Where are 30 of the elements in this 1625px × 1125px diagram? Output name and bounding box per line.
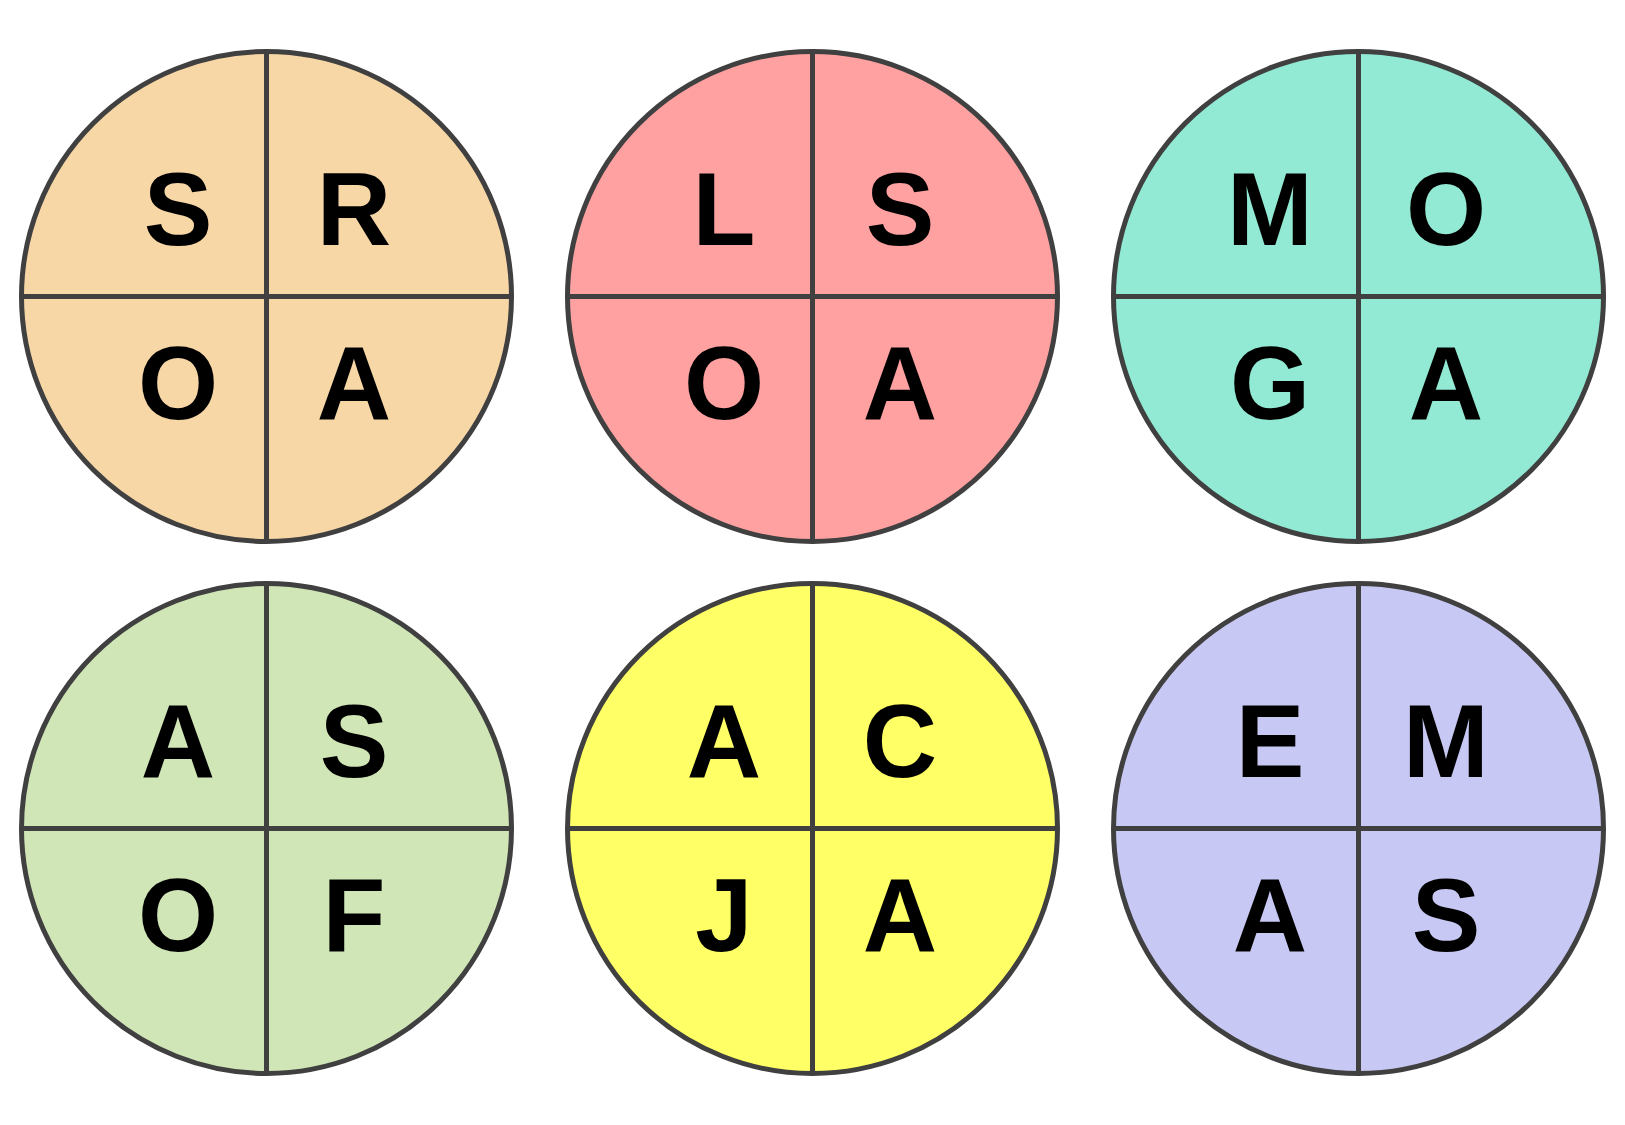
letter: M xyxy=(1403,689,1489,793)
letter: C xyxy=(862,689,938,793)
letter: S xyxy=(1411,863,1481,967)
letter: A xyxy=(316,331,392,435)
letter: A xyxy=(140,689,216,793)
divided-circle xyxy=(1110,580,1606,1076)
letter: O xyxy=(1405,157,1487,261)
letter: S xyxy=(143,157,213,261)
divided-circle xyxy=(18,48,514,544)
divided-circle xyxy=(1110,48,1606,544)
letter: A xyxy=(1232,863,1308,967)
letter: A xyxy=(862,331,938,435)
letter: G xyxy=(1229,331,1311,435)
letter: A xyxy=(686,689,762,793)
letter: O xyxy=(137,331,219,435)
letter: J xyxy=(695,863,753,967)
letter: A xyxy=(862,863,938,967)
letter: R xyxy=(316,157,392,261)
divided-circle xyxy=(564,580,1060,1076)
letter: S xyxy=(865,157,935,261)
letter: A xyxy=(1408,331,1484,435)
letter: L xyxy=(692,157,756,261)
divided-circle xyxy=(18,580,514,1076)
letter: E xyxy=(1235,689,1305,793)
letter: O xyxy=(683,331,765,435)
letter: S xyxy=(319,689,389,793)
letter: M xyxy=(1227,157,1313,261)
letter: F xyxy=(322,863,386,967)
divided-circle xyxy=(564,48,1060,544)
letter: O xyxy=(137,863,219,967)
